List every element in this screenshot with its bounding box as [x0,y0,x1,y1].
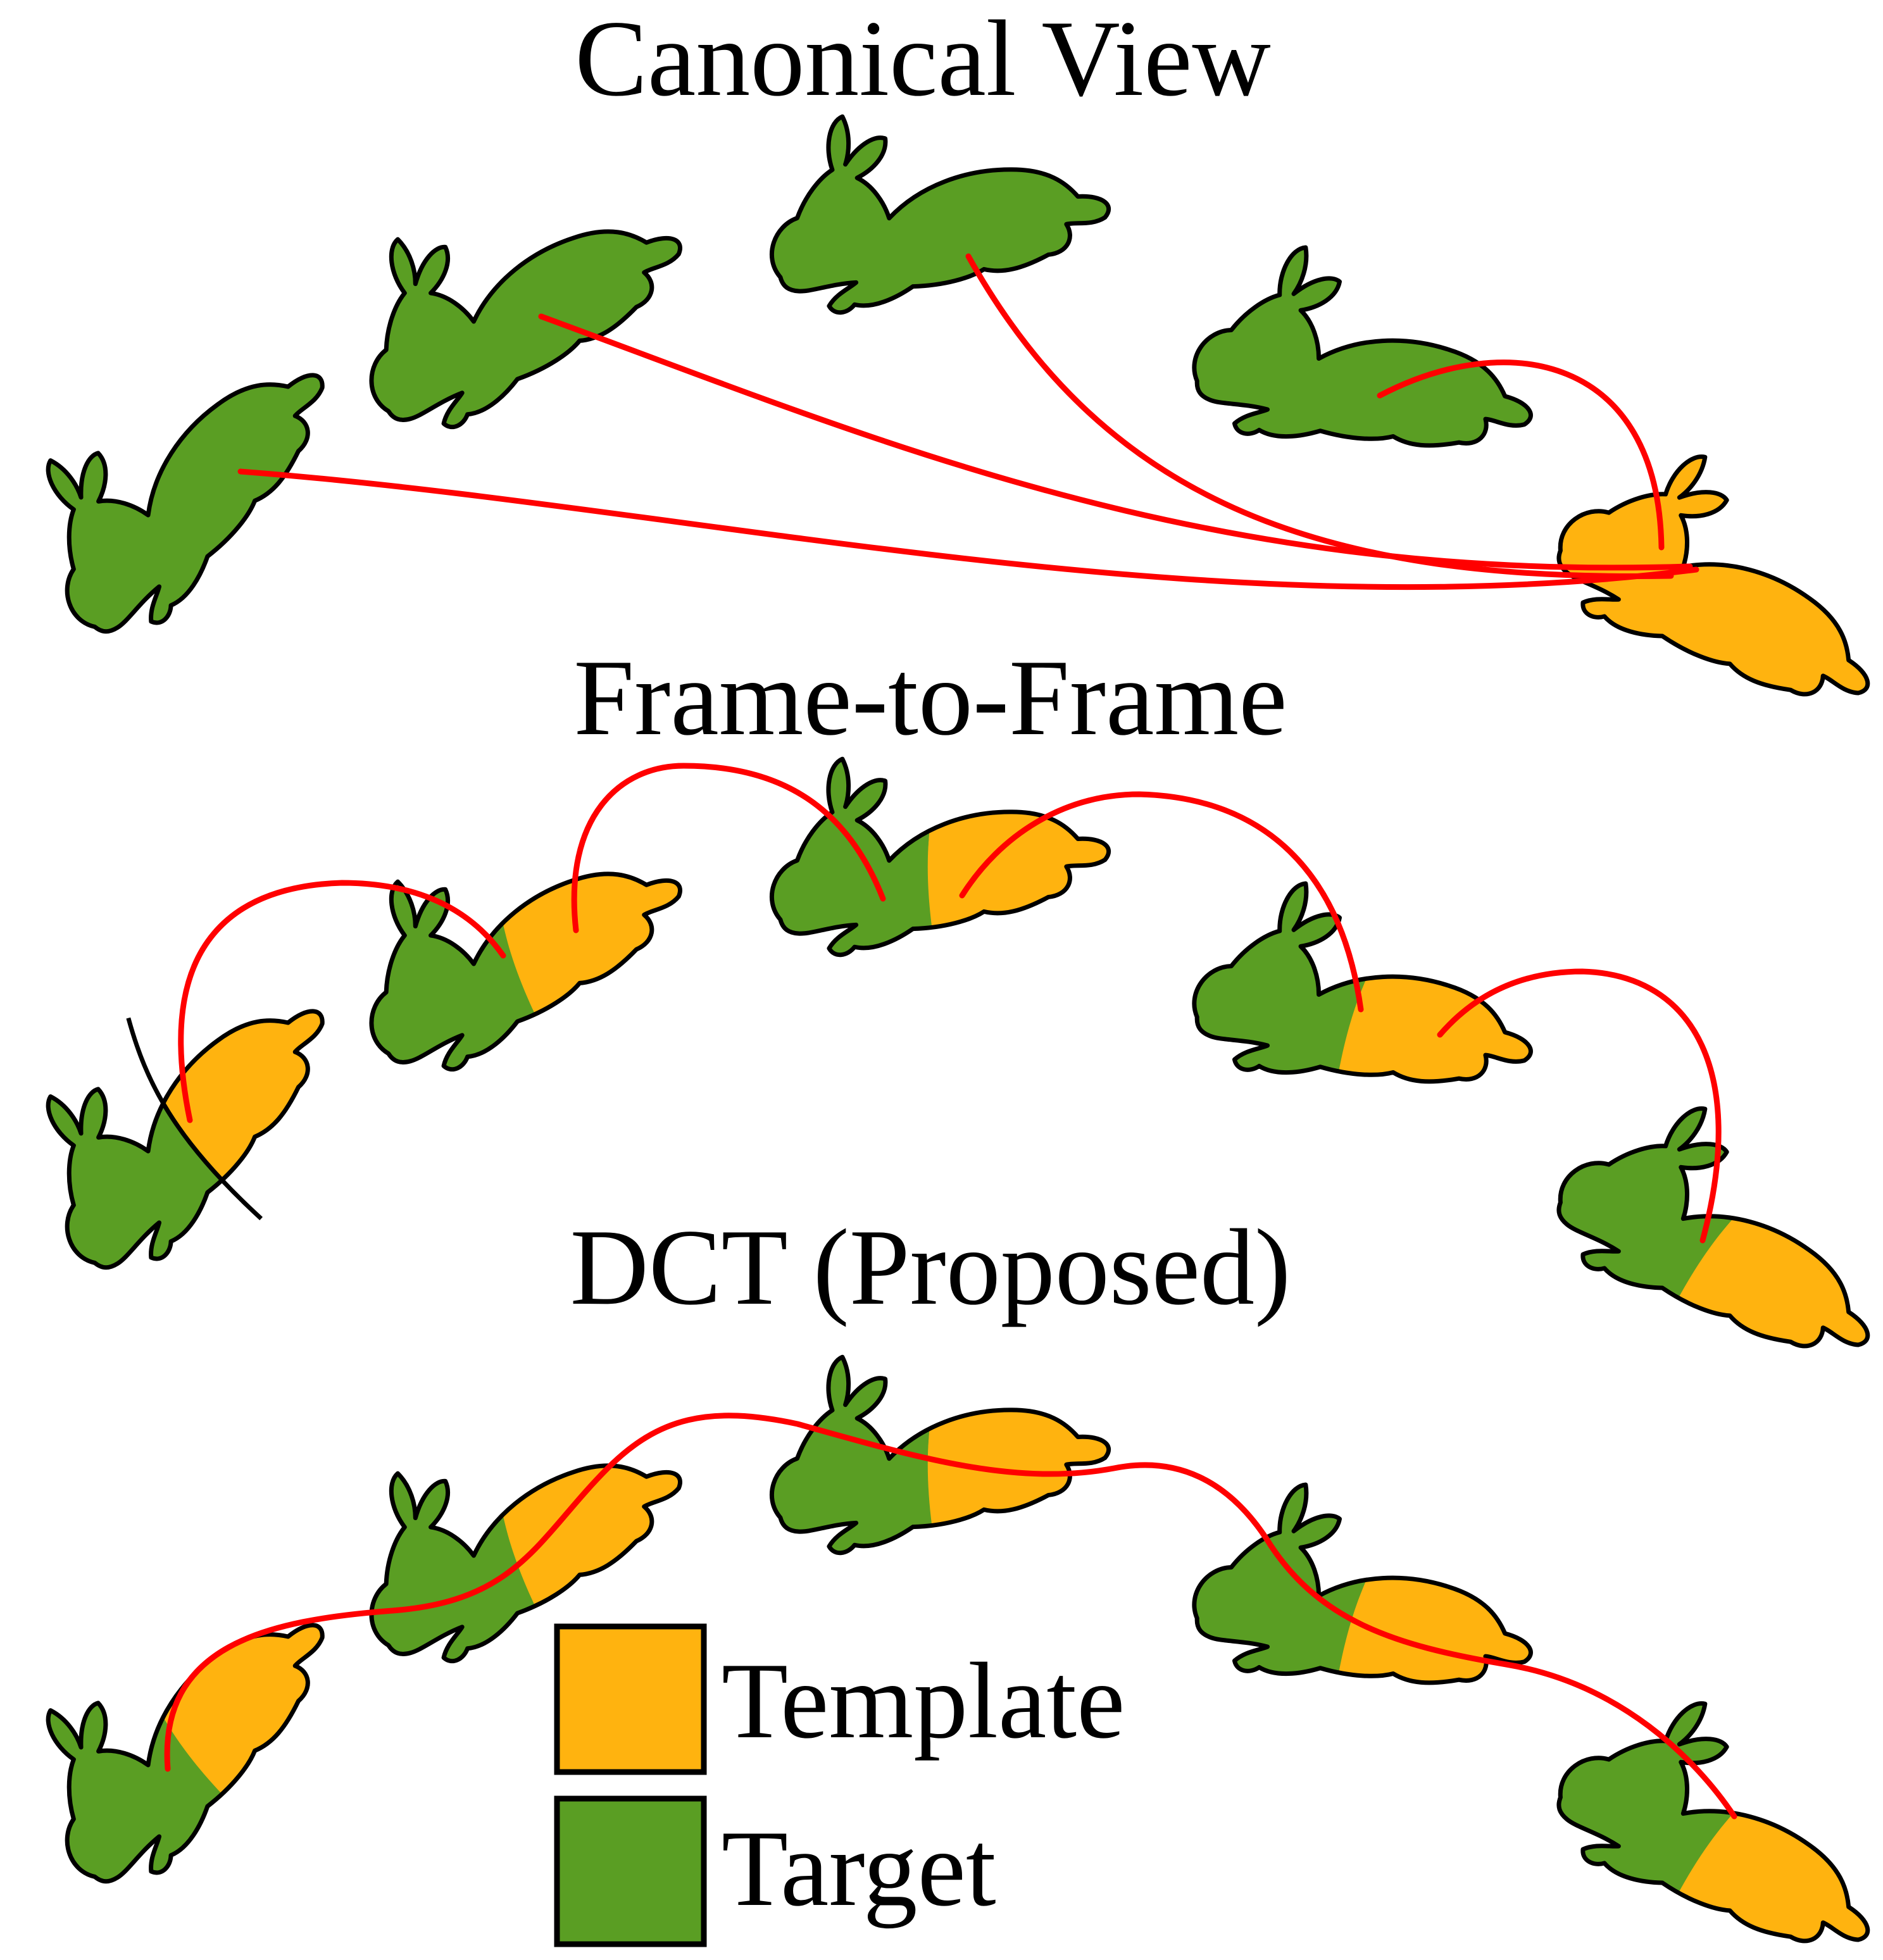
rabbit-frame-4 [1176,225,1558,531]
panel-dct-proposed: DCT (Proposed) [0,1208,1883,1960]
rabbit-split-frame-2 [339,816,709,1086]
correspondence-arc [178,880,506,1123]
canonical-correspondence-lines [237,253,1699,590]
legend: Template Target [554,1623,1125,1947]
panel-title-frame-to-frame: Frame-to-Frame [573,638,1287,758]
legend-label-template: Template [722,1641,1125,1761]
rabbit-frame-2 [339,173,709,444]
rabbit-split-frame-3 [768,755,1113,973]
correspondence-arc [571,763,886,933]
correspondence-arc [959,791,1364,1013]
rabbit-split-frame-1 [0,931,396,1311]
legend-item-template: Template [554,1623,1125,1775]
legend-item-target: Target [554,1795,996,1947]
rabbit-split-frame-4 [1176,1462,1558,1768]
panel-frame-to-frame: Frame-to-Frame [0,638,1883,1433]
correspondence-line [237,468,1699,590]
rabbit-split-frame-4 [1176,861,1558,1167]
panel-title-canonical-view: Canonical View [575,0,1270,119]
rabbit-frame-1 [0,316,385,659]
rabbit-split-frame-5 [1533,1070,1883,1433]
rabbit-frame-3 [768,113,1113,331]
legend-label-target: Target [722,1809,996,1929]
rabbit-frame-5-template [1533,418,1883,782]
panel-canonical-view: Canonical View [0,0,1883,782]
correspondence-line [1377,359,1665,551]
panel-title-dct-proposed: DCT (Proposed) [570,1208,1291,1328]
dct-trajectory-curve [164,1413,1737,1820]
legend-swatch-template [554,1623,707,1775]
correspondence-line [538,313,1693,571]
correspondence-line [965,253,1674,580]
correspondence-arc [1437,968,1722,1244]
frame-to-frame-correspondence-arcs [178,763,1722,1244]
legend-swatch-target [554,1795,707,1947]
rabbit-split-frame-5 [1533,1664,1883,1960]
